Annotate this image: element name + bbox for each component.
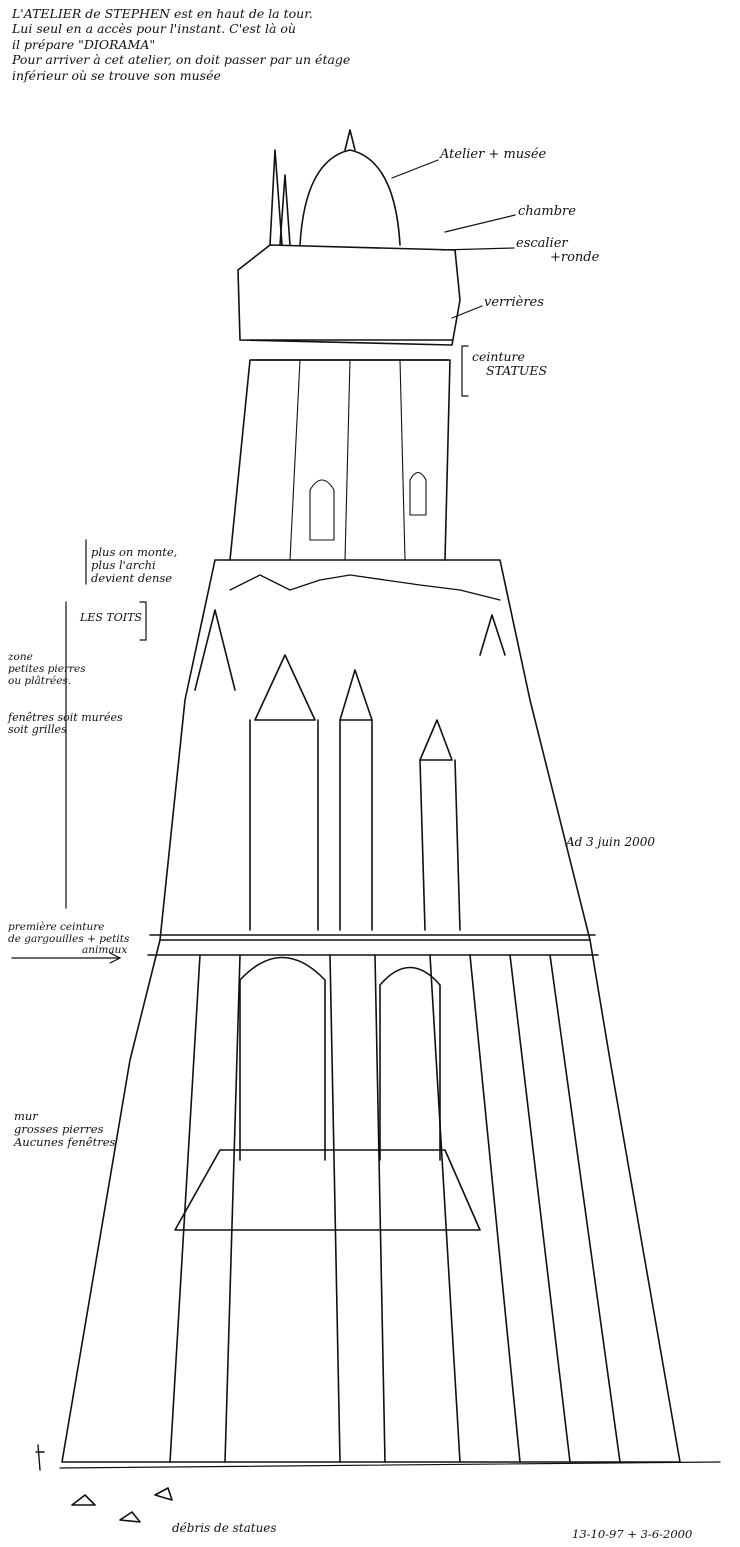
tower-shaft-outline	[229, 359, 451, 561]
tower-base-outline	[61, 939, 681, 1463]
label-fenetres: fenêtres soit murées soit grilles	[8, 711, 123, 737]
label-verrieres: verrières	[484, 295, 544, 310]
label-fenetres-line: fenêtres soit murées	[8, 711, 123, 724]
label-mur-line: Aucunes fenêtres	[14, 1135, 116, 1150]
intro-note-line: L'ATELIER de STEPHEN est en haut de la t…	[12, 6, 313, 21]
tower-mid-outline	[159, 559, 591, 941]
intro-note: L'ATELIER de STEPHEN est en haut de la t…	[12, 6, 350, 83]
belt-gargoyles	[147, 934, 599, 956]
label-zone-line: petites pierres	[8, 662, 86, 675]
label-ceinture-line: STATUES	[486, 362, 548, 378]
label-zone-line: ou plâtrées.	[8, 674, 72, 687]
label-archi: plus on monte, plus l'archi devient dens…	[91, 546, 177, 585]
label-gargouilles-line: première ceinture	[8, 921, 105, 933]
label-gargouilles-line: animaux	[82, 944, 128, 957]
label-atelier: Atelier + musée	[440, 147, 547, 162]
label-gargouilles: première ceinture de gargouilles + petit…	[8, 921, 130, 957]
label-archi-line: plus on monte,	[91, 545, 178, 559]
intro-note-line: il prépare "DIORAMA"	[12, 36, 156, 52]
label-mur-line: grosses pierres	[14, 1122, 104, 1137]
spire-left	[279, 174, 291, 246]
label-escalier-line: +ronde	[550, 249, 600, 265]
ground-line	[59, 1461, 721, 1469]
label-zone: zone petites pierres ou plâtrées.	[8, 651, 86, 687]
label-zone-line: zone	[8, 651, 33, 663]
label-archi-line: devient dense	[91, 570, 173, 585]
label-mur: mur grosses pierres Aucunes fenêtres	[14, 1109, 116, 1150]
tower-crown-outline	[237, 244, 461, 346]
tower-dome	[299, 149, 401, 246]
label-chambre: chambre	[518, 204, 576, 219]
label-dates: 13-10-97 + 3-6-2000	[572, 1527, 693, 1541]
intro-note-line: Pour arriver à cet atelier, on doit pass…	[12, 52, 351, 68]
label-debris: débris de statues	[172, 1521, 277, 1535]
signature: Ad 3 juin 2000	[566, 835, 655, 849]
label-escalier: escalier +ronde	[516, 237, 599, 264]
intro-note-line: Lui seul en a accès pour l'instant. C'es…	[12, 21, 296, 37]
label-gargouilles-line: de gargouilles + petits	[8, 932, 130, 945]
label-escalier-line: escalier	[516, 236, 568, 251]
label-ceinture-statues: ceinture STATUES	[472, 350, 547, 378]
label-mur-line: mur	[14, 1109, 38, 1123]
dome-finial	[344, 129, 356, 151]
label-archi-line: plus l'archi	[91, 557, 156, 572]
label-fenetres-line: soit grilles	[8, 723, 67, 737]
label-ceinture-line: ceinture	[472, 349, 525, 364]
intro-note-line: inférieur où se trouve son musée	[12, 67, 221, 83]
label-toits: LES TOITS	[80, 611, 142, 624]
